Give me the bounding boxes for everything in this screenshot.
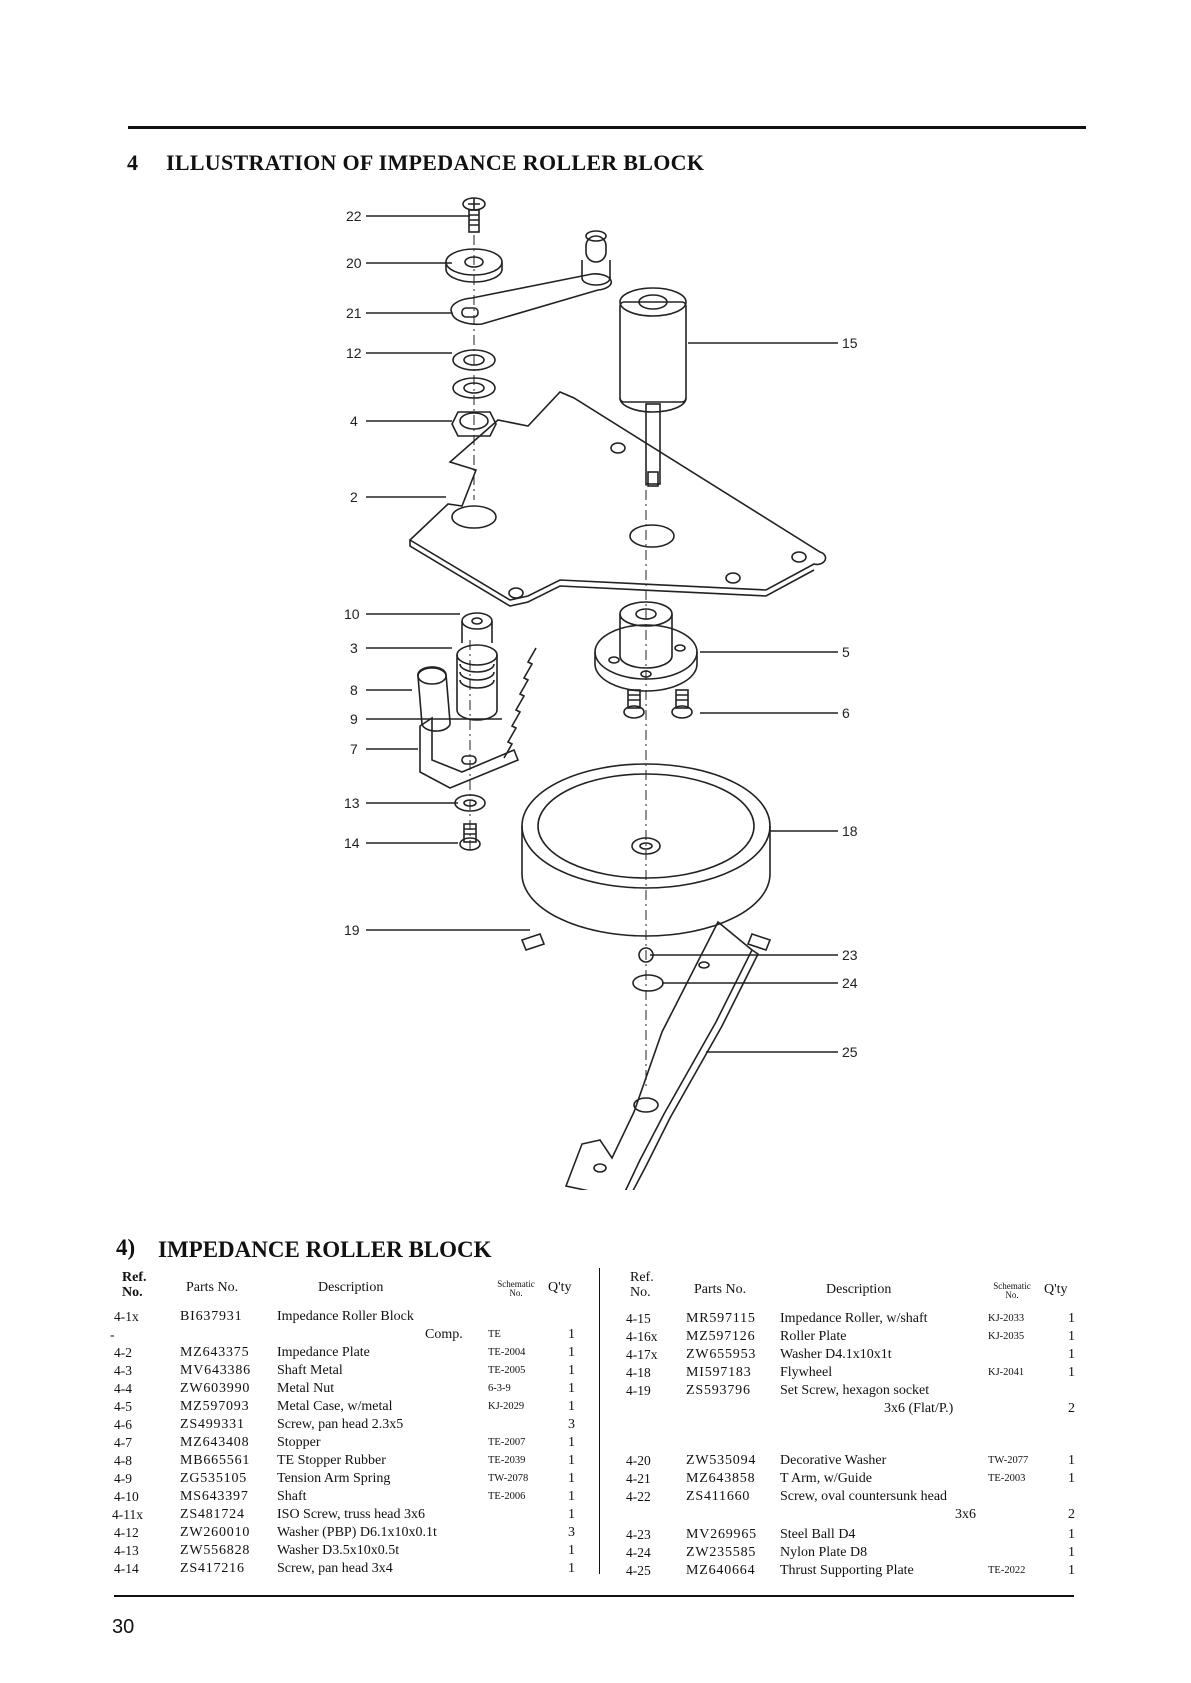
right-header-qty: Q'ty	[1044, 1282, 1068, 1297]
table-row: 4-18 MI597183 Flywheel KJ-2041 1	[626, 1365, 1075, 1380]
callout-21: 21	[346, 305, 362, 321]
callout-2: 2	[350, 489, 358, 505]
table-row: 4-15 MR597115 Impedance Roller, w/shaft …	[626, 1311, 1075, 1326]
table-row: 4-5 MZ597093 Metal Case, w/metal KJ-2029…	[114, 1399, 575, 1414]
table-row: 3x6 2	[955, 1507, 1075, 1522]
callout-7: 7	[350, 741, 358, 757]
table-section-title: IMPEDANCE ROLLER BLOCK	[158, 1237, 492, 1262]
callout-3: 3	[350, 640, 358, 656]
callout-12: 12	[346, 345, 362, 361]
callout-13: 13	[344, 795, 360, 811]
callout-10: 10	[344, 606, 360, 622]
left-header-ref: Ref. No.	[122, 1270, 147, 1300]
table-row: 4-2 MZ643375 Impedance Plate TE-2004 1	[114, 1345, 575, 1360]
table-row: 4-24 ZW235585 Nylon Plate D8 1	[626, 1545, 1075, 1560]
table-row: 4-14 ZS417216 Screw, pan head 3x4 1	[114, 1561, 575, 1576]
right-header-description: Description	[826, 1282, 892, 1297]
callout-15: 15	[842, 335, 858, 351]
callout-20: 20	[346, 255, 362, 271]
table-row: 4-12 ZW260010 Washer (PBP) D6.1x10x0.1t …	[114, 1525, 575, 1540]
table-row: 4-7 MZ643408 Stopper TE-2007 1	[114, 1435, 575, 1450]
callout-8: 8	[350, 682, 358, 698]
table-row: 4-17x ZW655953 Washer D4.1x10x1t 1	[626, 1347, 1075, 1362]
section-title: ILLUSTRATION OF IMPEDANCE ROLLER BLOCK	[166, 150, 705, 175]
table-row: - Comp. TE 1	[110, 1327, 575, 1342]
left-header-schematic: Schematic No.	[497, 1279, 535, 1298]
callout-4: 4	[350, 413, 358, 429]
page-number: 30	[112, 1616, 135, 1638]
table-section-number: 4)	[116, 1235, 136, 1260]
bottom-rule	[114, 1595, 1074, 1597]
table-row: 4-10 MS643397 Shaft TE-2006 1	[114, 1489, 575, 1504]
callout-14: 14	[344, 835, 360, 851]
left-header-description: Description	[318, 1280, 384, 1295]
table-row: 4-21 MZ643858 T Arm, w/Guide TE-2003 1	[626, 1471, 1075, 1486]
table-row: 4-8 MB665561 TE Stopper Rubber TE-2039 1	[114, 1453, 575, 1468]
table-row: 4-3 MV643386 Shaft Metal TE-2005 1	[114, 1363, 575, 1378]
table-row: 4-9 ZG535105 Tension Arm Spring TW-2078 …	[114, 1471, 575, 1486]
table-column-divider	[599, 1268, 600, 1574]
callout-18: 18	[842, 823, 858, 839]
top-rule	[128, 126, 1086, 129]
callout-23: 23	[842, 947, 858, 963]
right-header-ref: Ref. No.	[630, 1270, 654, 1300]
table-row: 4-4 ZW603990 Metal Nut 6-3-9 1	[114, 1381, 575, 1396]
exploded-diagram: 22 20 21 12 4 2 10 3 8 9 7 13 14 19 15 5…	[344, 197, 858, 1190]
callout-22: 22	[346, 208, 362, 224]
left-header-parts: Parts No.	[186, 1280, 239, 1295]
table-row: 4-19 ZS593796 Set Screw, hexagon socket	[626, 1383, 930, 1398]
table-row: 3x6 (Flat/P.) 2	[884, 1401, 1075, 1416]
table-row: 4-20 ZW535094 Decorative Washer TW-2077 …	[626, 1453, 1075, 1468]
table-row: 4-6 ZS499331 Screw, pan head 2.3x5 3	[114, 1417, 575, 1432]
right-header-parts: Parts No.	[694, 1282, 747, 1297]
right-header-schematic: Schematic No.	[993, 1281, 1031, 1300]
table-row: 4-11x ZS481724 ISO Screw, truss head 3x6…	[112, 1507, 575, 1522]
callout-25: 25	[842, 1044, 858, 1060]
callout-9: 9	[350, 711, 358, 727]
table-row: 4-23 MV269965 Steel Ball D4 1	[626, 1527, 1075, 1542]
table-row: 4-16x MZ597126 Roller Plate KJ-2035 1	[626, 1329, 1075, 1344]
callout-5: 5	[842, 644, 850, 660]
table-row: 4-1x BI637931 Impedance Roller Block	[114, 1309, 414, 1324]
callout-19: 19	[344, 922, 360, 938]
table-row: 4-22 ZS411660 Screw, oval countersunk he…	[626, 1489, 948, 1504]
table-row: 4-25 MZ640664 Thrust Supporting Plate TE…	[626, 1563, 1075, 1578]
left-header-qty: Q'ty	[548, 1280, 572, 1295]
table-row: 4-13 ZW556828 Washer D3.5x10x0.5t 1	[114, 1543, 575, 1558]
callout-6: 6	[842, 705, 850, 721]
section-number: 4	[127, 150, 138, 175]
callout-24: 24	[842, 975, 858, 991]
